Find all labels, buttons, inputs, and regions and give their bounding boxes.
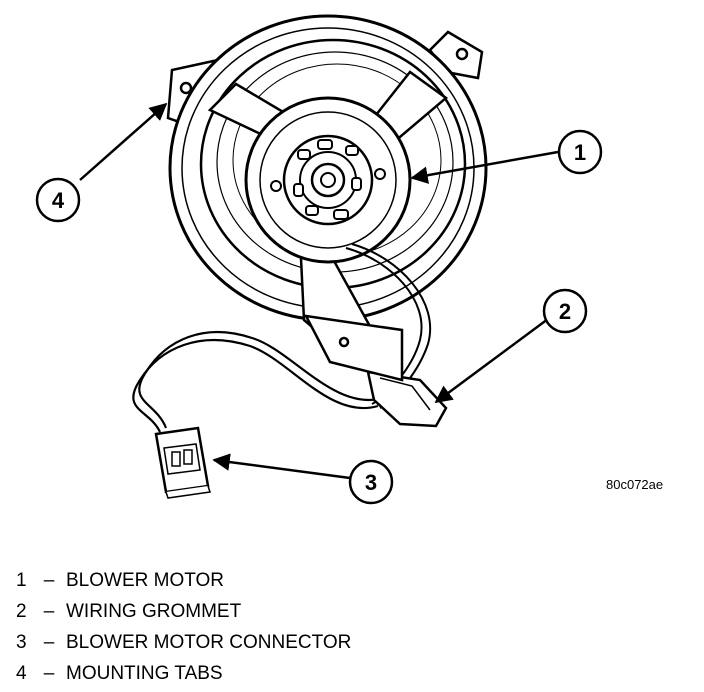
legend-label: BLOWER MOTOR CONNECTOR bbox=[66, 632, 352, 653]
callout-arrow-3 bbox=[212, 453, 351, 480]
legend-number: 1 bbox=[16, 570, 27, 591]
callout-4: 4 bbox=[35, 177, 81, 223]
callout-arrow-4 bbox=[79, 102, 168, 181]
legend-label: BLOWER MOTOR bbox=[66, 570, 224, 591]
callout-arrows bbox=[79, 102, 559, 480]
legend-item: 1–BLOWER MOTOR bbox=[16, 568, 351, 599]
legend-item: 3–BLOWER MOTOR CONNECTOR bbox=[16, 630, 351, 661]
svg-text:4: 4 bbox=[52, 188, 65, 213]
callout-arrow-1 bbox=[410, 150, 559, 184]
callout-arrow-2 bbox=[434, 314, 553, 404]
legend-item: 4–MOUNTING TABS bbox=[16, 661, 351, 692]
callout-2: 2 bbox=[542, 288, 588, 334]
legend-label: MOUNTING TABS bbox=[66, 663, 223, 684]
legend-dash: – bbox=[43, 632, 55, 653]
svg-text:3: 3 bbox=[365, 470, 377, 495]
legend-label: WIRING GROMMET bbox=[66, 601, 242, 622]
wiring-grommet bbox=[303, 314, 448, 428]
callout-3: 3 bbox=[348, 459, 394, 505]
blower-motor-connector bbox=[154, 426, 211, 499]
svg-text:2: 2 bbox=[559, 299, 571, 324]
legend-item: 2–WIRING GROMMET bbox=[16, 599, 351, 630]
callout-1: 1 bbox=[557, 129, 603, 175]
legend-list: 1–BLOWER MOTOR 2–WIRING GROMMET 3–BLOWER… bbox=[16, 568, 351, 692]
svg-text:1: 1 bbox=[574, 140, 586, 165]
legend-number: 3 bbox=[16, 632, 27, 653]
legend-dash: – bbox=[43, 601, 55, 622]
legend-number: 4 bbox=[16, 663, 27, 684]
legend-dash: – bbox=[43, 663, 55, 684]
wiring-harness bbox=[132, 243, 432, 433]
legend-dash: – bbox=[43, 570, 55, 591]
figure-id-label: 80c072ae bbox=[606, 477, 664, 492]
legend-number: 2 bbox=[16, 601, 27, 622]
blower-motor-diagram: 1 2 3 4 bbox=[35, 14, 603, 505]
motor-hub bbox=[244, 96, 412, 264]
